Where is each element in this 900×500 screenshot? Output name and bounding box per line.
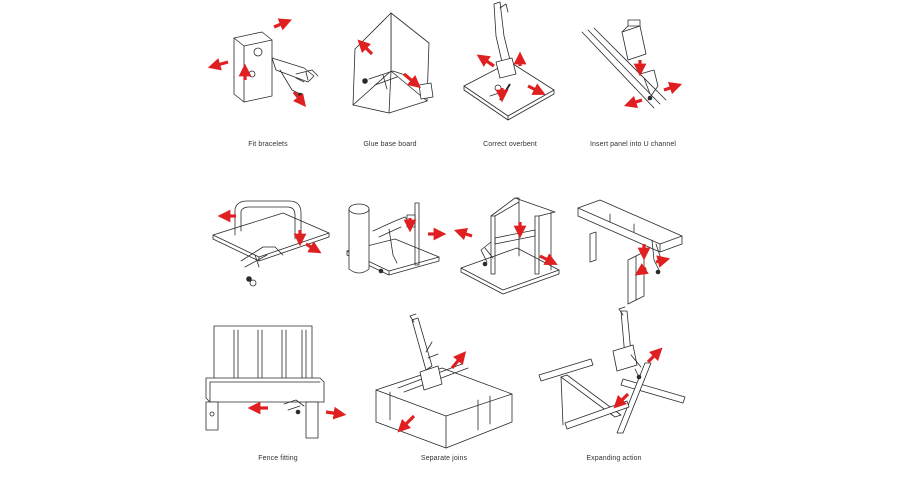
panel-fit-bracelets	[200, 12, 330, 112]
caption-expanding-action: Expanding action	[586, 455, 642, 462]
panel-beam	[570, 190, 690, 310]
caption-separate-joins: Separate joins	[420, 455, 468, 462]
caption-glue-base-board: Glue base board	[363, 141, 417, 148]
panel-expanding-action	[535, 305, 690, 445]
clamp-fence-icon	[205, 325, 325, 439]
clamp-expand-icon	[538, 306, 686, 434]
clamp-corner-icon	[352, 12, 434, 114]
panel-correct-overbent	[450, 0, 565, 125]
clamp-channel-icon	[581, 19, 667, 109]
caption-insert-panel: Insert panel into U channel	[590, 141, 676, 148]
panel-insert-panel	[578, 18, 688, 118]
panel-pipe	[335, 195, 445, 295]
caption-correct-overbent: Correct overbent	[483, 141, 537, 148]
panel-fence-fitting	[200, 318, 340, 443]
clamp-bracket-icon	[233, 31, 319, 103]
panel-separate-joins	[370, 312, 520, 452]
clamp-separate-icon	[375, 313, 513, 449]
clamp-frame-icon	[212, 200, 330, 287]
caption-fence-fitting: Fence fitting	[258, 455, 298, 462]
clamp-box-icon	[460, 197, 560, 295]
clamp-plate-icon	[463, 1, 555, 121]
clamp-beam-icon	[577, 199, 683, 305]
panel-glue-base-board	[335, 5, 455, 115]
panel-frame	[205, 195, 335, 295]
panel-box	[455, 188, 565, 295]
caption-fit-bracelets: Fit bracelets	[248, 141, 288, 148]
clamp-pipe-icon	[346, 202, 440, 276]
